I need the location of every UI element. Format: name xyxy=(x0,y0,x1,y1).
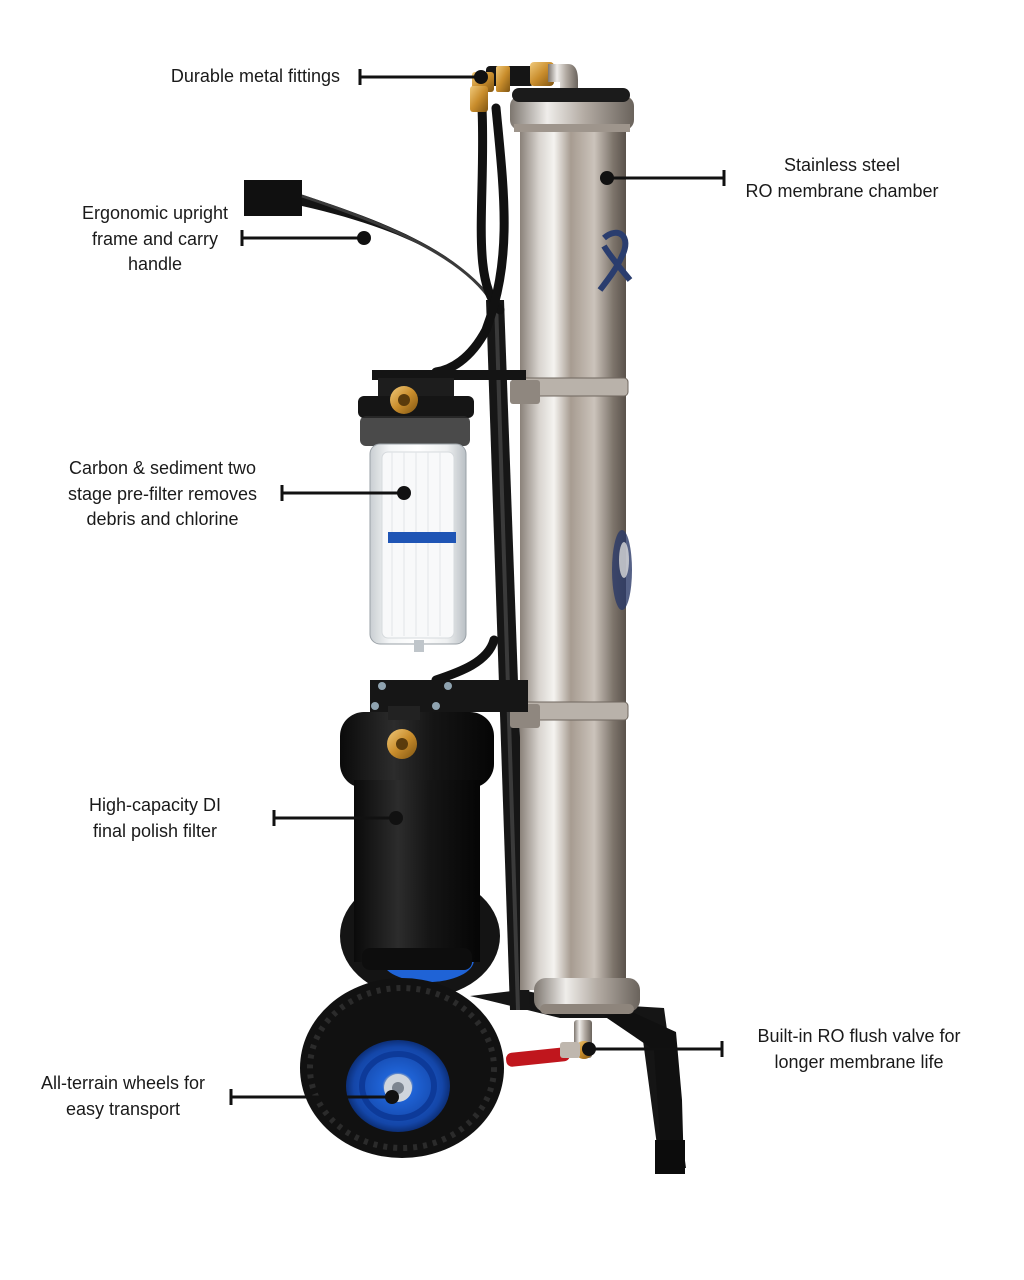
callout-flush-label: Built-in RO flush valve for longer membr… xyxy=(728,1024,990,1075)
callout-chamber-line-2: RO membrane chamber xyxy=(745,180,939,201)
callout-prefilter-label: Carbon & sediment two stage pre-filter r… xyxy=(30,456,295,533)
leader-flush xyxy=(582,1041,724,1057)
chamber-clamps xyxy=(510,377,629,728)
callout-fittings-line-1: Durable metal fittings xyxy=(170,66,340,86)
callout-wheels-label: All-terrain wheels for easy transport xyxy=(12,1071,234,1122)
leader-frame xyxy=(240,230,371,246)
leader-fittings xyxy=(358,69,488,85)
callout-chamber-label: Stainless steel RO membrane chamber xyxy=(712,153,972,204)
callout-wheels-line-1: All-terrain wheels for xyxy=(40,1073,206,1093)
front-wheel xyxy=(300,978,504,1158)
callout-prefilter-line-3: debris and chlorine xyxy=(86,509,239,529)
callout-prefilter-line-2: stage pre-filter removes xyxy=(67,483,258,504)
callout-prefilter-line-1: Carbon & sediment two xyxy=(68,458,257,478)
callout-di-label: High-capacity DI final polish filter xyxy=(40,793,270,844)
callout-chamber-line-1: Stainless steel xyxy=(783,155,901,175)
flush-valve xyxy=(506,1020,593,1067)
leader-wheels xyxy=(229,1089,399,1105)
filter-band xyxy=(388,532,456,543)
callout-fittings-label: Durable metal fittings xyxy=(140,64,340,90)
frame-base xyxy=(470,990,686,1174)
callout-frame-line-2: frame and carry xyxy=(91,228,219,249)
carry-handle xyxy=(244,180,504,312)
callout-di-line-2: final polish filter xyxy=(92,820,218,841)
di-filter-housing xyxy=(340,706,494,970)
prefilter-housing xyxy=(358,386,474,652)
callout-wheels-line-2: easy transport xyxy=(65,1098,181,1119)
ro-membrane-chamber xyxy=(510,88,640,1014)
upright-frame xyxy=(486,300,530,1010)
callout-frame-line-1: Ergonomic upright xyxy=(81,203,229,223)
callout-frame-line-3: handle xyxy=(127,254,183,274)
leader-chamber xyxy=(600,170,726,186)
callout-frame-label: Ergonomic upright frame and carry handle xyxy=(40,201,270,278)
callout-leaders xyxy=(229,69,726,1105)
hoses xyxy=(431,103,509,685)
callout-di-line-1: High-capacity DI xyxy=(88,795,222,815)
callout-flush-line-1: Built-in RO flush valve for xyxy=(757,1026,961,1046)
leader-di xyxy=(272,810,403,826)
leader-prefilter xyxy=(280,485,411,501)
callout-flush-line-2: longer membrane life xyxy=(774,1051,944,1072)
